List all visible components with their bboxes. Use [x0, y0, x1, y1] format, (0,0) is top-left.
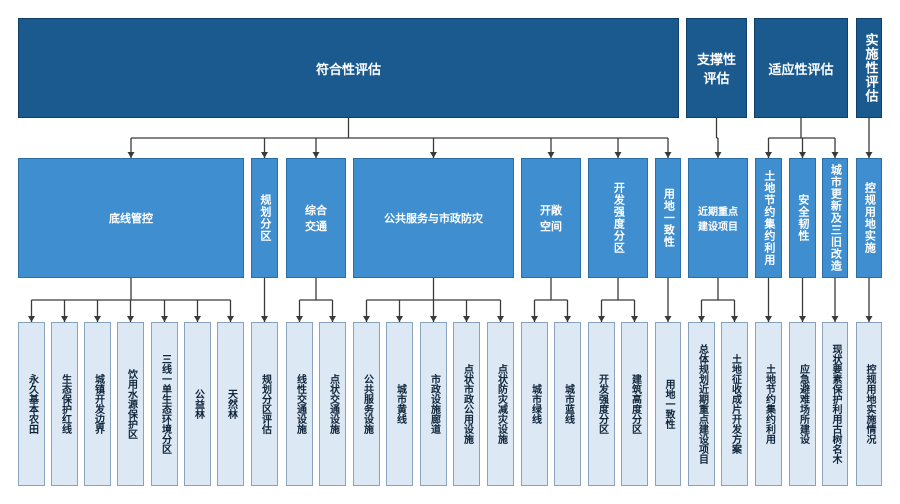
level3-box-drinking-water-protection: 饮用水源保护区 — [117, 322, 144, 486]
box-label: 控规用地实施情况 — [864, 364, 875, 444]
level2-box-near-term-key-projects: 近期重点 建设项目 — [688, 158, 748, 278]
box-label: 用地一致性 — [663, 379, 674, 429]
box-label: 建筑高度分区 — [629, 374, 641, 434]
level3-box-public-service-facilities: 公共服务设施 — [353, 322, 380, 486]
level3-box-emergency-shelter: 应急避难场所建设 — [789, 322, 816, 486]
box-label: 安全韧性 — [796, 194, 810, 242]
box-label: 符合性评估 — [315, 62, 381, 78]
level3-box-point-municipal-utilities: 点状市政公用设施 — [453, 322, 480, 486]
level3-box-point-disaster-facilities: 点状防灾减灾设施 — [487, 322, 514, 486]
level3-box-point-transport-facilities: 点状交通设施 — [319, 322, 346, 486]
box-label: 公益林 — [192, 389, 204, 419]
box-label: 底线管控 — [109, 212, 153, 225]
box-label: 开敞 空间 — [540, 204, 562, 233]
level1-box-conformity-evaluation: 符合性评估 — [18, 18, 679, 118]
box-label: 线性交通设施 — [294, 374, 306, 434]
level2-box-land-intensive-use: 土地节约集约利用 — [755, 158, 782, 278]
level2-box-land-use-consistency: 用地一致性 — [655, 158, 681, 278]
level3-box-urban-green-line: 城市绿线 — [521, 322, 548, 486]
box-label: 土地征收成片开发方案 — [729, 354, 741, 454]
level3-box-urban-development-boundary: 城镇开发边界 — [84, 322, 111, 486]
box-label: 城市绿线 — [529, 384, 541, 424]
level3-box-public-welfare-forest: 公益林 — [184, 322, 211, 486]
box-label: 开发强度分区 — [612, 182, 626, 254]
box-label: 支撑性 评估 — [696, 53, 736, 87]
box-label: 三线一单生态环境分区 — [159, 354, 171, 454]
level2-box-planning-zoning: 规划分区 — [251, 158, 278, 278]
box-label: 点状交通设施 — [327, 374, 339, 434]
level2-box-safety-resilience: 安全韧性 — [789, 158, 816, 278]
level3-box-planning-zoning-evaluation: 规划分区评估 — [251, 322, 278, 486]
box-label: 饮用水源保护区 — [125, 369, 137, 439]
box-label: 总体规划近期重点建设项目 — [696, 344, 708, 464]
level3-box-three-lines-one-list: 三线一单生态环境分区 — [151, 322, 178, 486]
box-label: 开发强度分区 — [596, 374, 608, 434]
box-label: 实施性评估 — [862, 33, 878, 103]
level3-box-land-use-consistency: 用地一致性 — [655, 322, 681, 486]
box-label: 应急避难场所建设 — [797, 364, 809, 444]
box-label: 用地一致性 — [662, 188, 676, 248]
box-label: 公共服务设施 — [361, 374, 373, 434]
level1-box-implementation-evaluation: 实施性评估 — [856, 18, 882, 118]
box-label: 城市黄线 — [394, 384, 406, 424]
box-label: 近期重点 建设项目 — [698, 207, 738, 233]
level1-box-adaptability-evaluation: 适应性评估 — [754, 18, 848, 118]
level2-box-regulatory-plan-implementation: 控规用地实施 — [856, 158, 882, 278]
level1-box-support-evaluation: 支撑性 评估 — [686, 18, 747, 118]
box-label: 城市蓝线 — [562, 384, 574, 424]
box-label: 综合 交通 — [305, 204, 327, 233]
level3-box-municipal-corridor: 市政设施廊道 — [420, 322, 447, 486]
box-label: 现状要素保护利用古树名木 — [830, 344, 841, 464]
level2-box-open-space: 开敞 空间 — [521, 158, 581, 278]
level3-box-urban-yellow-line: 城市黄线 — [386, 322, 413, 486]
level3-box-regulatory-land-implementation: 控规用地实施情况 — [856, 322, 882, 486]
level3-box-land-intensive-use: 土地节约集约利用 — [755, 322, 782, 486]
level2-box-baseline-control: 底线管控 — [18, 158, 244, 278]
level3-box-ancient-trees-protection: 现状要素保护利用古树名木 — [822, 322, 848, 486]
box-label: 控规用地实施 — [863, 182, 877, 254]
box-label: 市政设施廊道 — [428, 374, 440, 434]
level2-box-development-intensity-zoning: 开发强度分区 — [588, 158, 648, 278]
level3-box-ecological-redline: 生态保护红线 — [51, 322, 78, 486]
box-label: 规划分区 — [258, 194, 272, 242]
level3-box-permanent-farmland: 永久基本农田 — [18, 322, 45, 486]
box-label: 土地节约集约利用 — [763, 364, 775, 444]
level3-box-urban-blue-line: 城市蓝线 — [554, 322, 581, 486]
level3-box-master-plan-near-term-projects: 总体规划近期重点建设项目 — [688, 322, 715, 486]
level2-box-integrated-transport: 综合 交通 — [286, 158, 346, 278]
box-label: 城市更新及三旧改造 — [829, 164, 843, 272]
box-label: 点状市政公用设施 — [461, 364, 473, 444]
level3-box-development-intensity-zoning: 开发强度分区 — [588, 322, 615, 486]
box-label: 公共服务与市政防灾 — [384, 212, 483, 225]
level2-box-urban-renewal: 城市更新及三旧改造 — [822, 158, 848, 278]
box-label: 适应性评估 — [768, 62, 834, 78]
level3-box-linear-transport-facilities: 线性交通设施 — [286, 322, 313, 486]
level3-box-land-expropriation-plan: 土地征收成片开发方案 — [721, 322, 748, 486]
box-label: 生态保护红线 — [59, 374, 71, 434]
box-label: 点状防灾减灾设施 — [495, 364, 507, 444]
box-label: 土地节约集约利用 — [762, 170, 776, 266]
box-label: 永久基本农田 — [26, 374, 38, 434]
level2-box-public-service-disaster-prevention: 公共服务与市政防灾 — [353, 158, 514, 278]
box-label: 城镇开发边界 — [92, 374, 104, 434]
level3-box-natural-forest: 天然林 — [217, 322, 244, 486]
box-label: 天然林 — [225, 389, 237, 419]
box-label: 规划分区评估 — [259, 374, 271, 434]
level3-box-building-height-zoning: 建筑高度分区 — [621, 322, 648, 486]
